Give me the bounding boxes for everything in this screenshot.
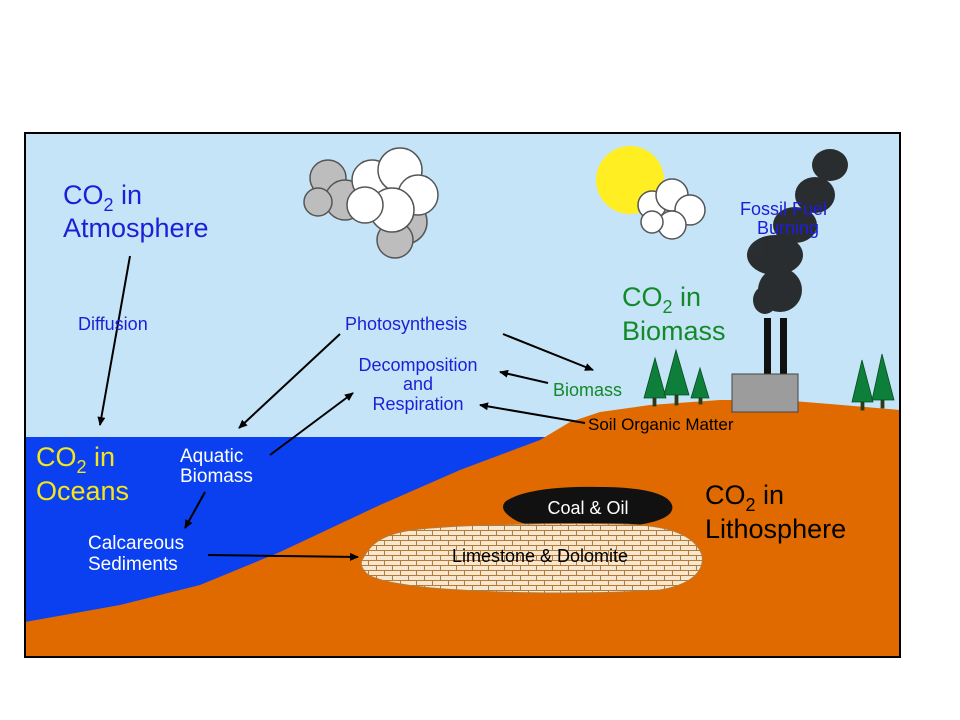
trees-left bbox=[643, 348, 710, 407]
aquatic-biomass-label-line2: Biomass bbox=[180, 466, 253, 487]
arrow-photosynthesis-to-biomass bbox=[502, 333, 594, 371]
coal-oil-label: Coal & Oil bbox=[547, 498, 628, 518]
atmosphere-label-line2: Atmosphere bbox=[63, 213, 209, 243]
trees-right bbox=[851, 353, 895, 411]
arrow-aquatic-to-decomposition bbox=[269, 392, 354, 456]
biomass-label-line1: CO2 in bbox=[622, 282, 701, 317]
aquatic-biomass-label-line1: Aquatic bbox=[180, 446, 243, 467]
limestone-deposit bbox=[360, 523, 703, 594]
photosynthesis-label: Photosynthesis bbox=[345, 314, 467, 334]
arrow-calcareous-to-limestone bbox=[207, 552, 359, 561]
limestone-label: Limestone & Dolomite bbox=[452, 546, 628, 566]
diagram-frame bbox=[24, 132, 901, 658]
lithosphere-label-line2: Lithosphere bbox=[705, 514, 846, 544]
oceans-label-line2: Oceans bbox=[36, 476, 129, 506]
smoke-plume bbox=[747, 149, 848, 314]
arrow-biomass-to-decomposition bbox=[499, 369, 549, 384]
factory-building bbox=[731, 373, 799, 413]
diffusion-label: Diffusion bbox=[78, 314, 148, 334]
chimney-left bbox=[764, 318, 771, 376]
soil-organic-matter-label: Soil Organic Matter bbox=[588, 415, 734, 434]
arrow-soil-to-respiration bbox=[479, 402, 586, 424]
coal-oil-deposit bbox=[503, 486, 673, 528]
biomass-label-line2: Biomass bbox=[622, 316, 726, 346]
decomposition-label-line1: Decomposition bbox=[358, 355, 477, 375]
atmosphere-label-line1: CO2 in bbox=[63, 180, 142, 215]
arrow-aquatic-to-calcareous bbox=[184, 491, 206, 529]
decomposition-label-line3: Respiration bbox=[372, 394, 463, 414]
biomass-small-label: Biomass bbox=[553, 380, 622, 400]
fossil-fuel-label-line1: Fossil Fuel bbox=[740, 199, 827, 219]
chimney-right bbox=[780, 318, 787, 376]
white-cloud bbox=[346, 147, 439, 233]
lithosphere-label-line1: CO2 in bbox=[705, 480, 784, 515]
decomposition-label-line2: and bbox=[403, 374, 433, 394]
calcareous-sediments-label-line1: Calcareous bbox=[88, 533, 184, 554]
calcareous-sediments-label-line2: Sediments bbox=[88, 554, 178, 575]
arrow-photosynthesis-to-aquatic bbox=[238, 333, 341, 429]
small-cloud bbox=[637, 178, 706, 240]
arrow-diffusion-to-ocean bbox=[97, 255, 131, 426]
fossil-fuel-label-line2: Burning bbox=[757, 218, 819, 238]
oceans-label-line1: CO2 in bbox=[36, 442, 115, 477]
